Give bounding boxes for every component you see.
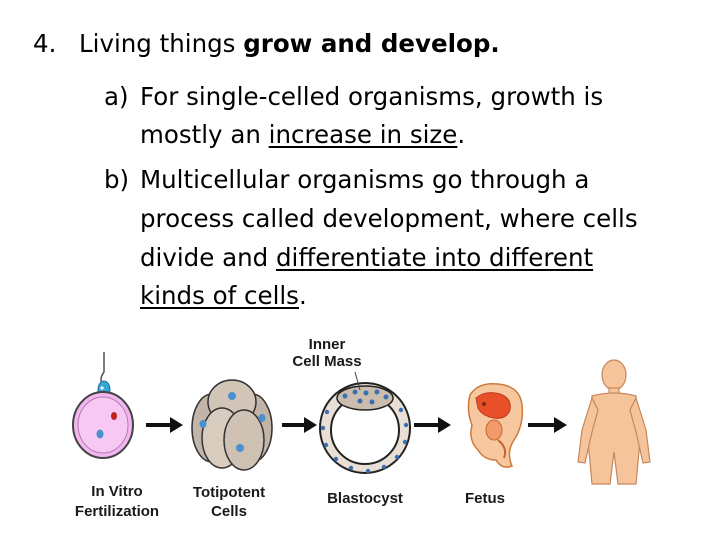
point-end-text: . bbox=[490, 29, 500, 58]
development-diagram: Inner Cell Mass In Vitro Fertilization T… bbox=[72, 336, 651, 520]
item-a-line-2: mostly an increase in size. bbox=[140, 114, 465, 155]
item-a-marker: a) bbox=[104, 82, 129, 111]
egg-with-sperm-illustration bbox=[72, 352, 134, 459]
item-a-text-2: mostly an bbox=[140, 120, 269, 149]
item-b-line-2: process called development, where cells bbox=[140, 198, 638, 239]
in-vitro-fertilization-label-1: In Vitro bbox=[91, 483, 142, 500]
totipotent-cells-label-2: Cells bbox=[211, 503, 247, 520]
adult-human-illustration bbox=[577, 359, 651, 485]
arrow-2 bbox=[282, 417, 317, 433]
arrow-1 bbox=[146, 417, 183, 433]
item-a-underlined-text: increase in size bbox=[268, 120, 458, 149]
blastocyst-label: Blastocyst bbox=[327, 490, 403, 507]
item-b-underlined-text-1: differentiate into different bbox=[275, 243, 594, 272]
inner-cell-mass-label-1: Inner bbox=[309, 336, 346, 353]
in-vitro-fertilization-label-2: Fertilization bbox=[75, 503, 159, 520]
item-b-text-2: process called development, where cells bbox=[140, 204, 638, 233]
item-a-line-1: a) For single-celled organisms, growth is bbox=[104, 76, 603, 117]
item-a-end: . bbox=[457, 120, 466, 149]
item-b-line-4: kinds of cells. bbox=[140, 275, 307, 316]
item-b-marker: b) bbox=[104, 165, 130, 194]
arrow-3 bbox=[414, 417, 451, 433]
item-b-end: . bbox=[298, 281, 307, 310]
totipotent-cells-label-1: Totipotent bbox=[193, 484, 265, 501]
item-b-text-3: divide and bbox=[140, 243, 276, 272]
item-b-underlined-text-2: kinds of cells bbox=[140, 281, 299, 310]
point-number: 4. bbox=[33, 29, 57, 58]
point-bold-text: grow and develop bbox=[243, 29, 491, 58]
fetus-label: Fetus bbox=[465, 490, 505, 507]
totipotent-cells-illustration bbox=[191, 379, 273, 471]
item-b-line-1: b) Multicellular organisms go through a bbox=[104, 159, 589, 200]
inner-cell-mass-label-2: Cell Mass bbox=[292, 353, 361, 370]
item-b-line-3: divide and differentiate into different bbox=[140, 237, 593, 278]
arrow-4 bbox=[528, 417, 567, 433]
blastocyst-illustration bbox=[319, 371, 411, 474]
item-a-text-1: For single-celled organisms, growth is bbox=[140, 82, 604, 111]
fetus-illustration bbox=[467, 382, 524, 468]
point-4-heading: 4. Living things grow and develop. bbox=[33, 23, 500, 64]
point-lead-text: Living things bbox=[79, 29, 244, 58]
item-b-text-1: Multicellular organisms go through a bbox=[140, 165, 590, 194]
